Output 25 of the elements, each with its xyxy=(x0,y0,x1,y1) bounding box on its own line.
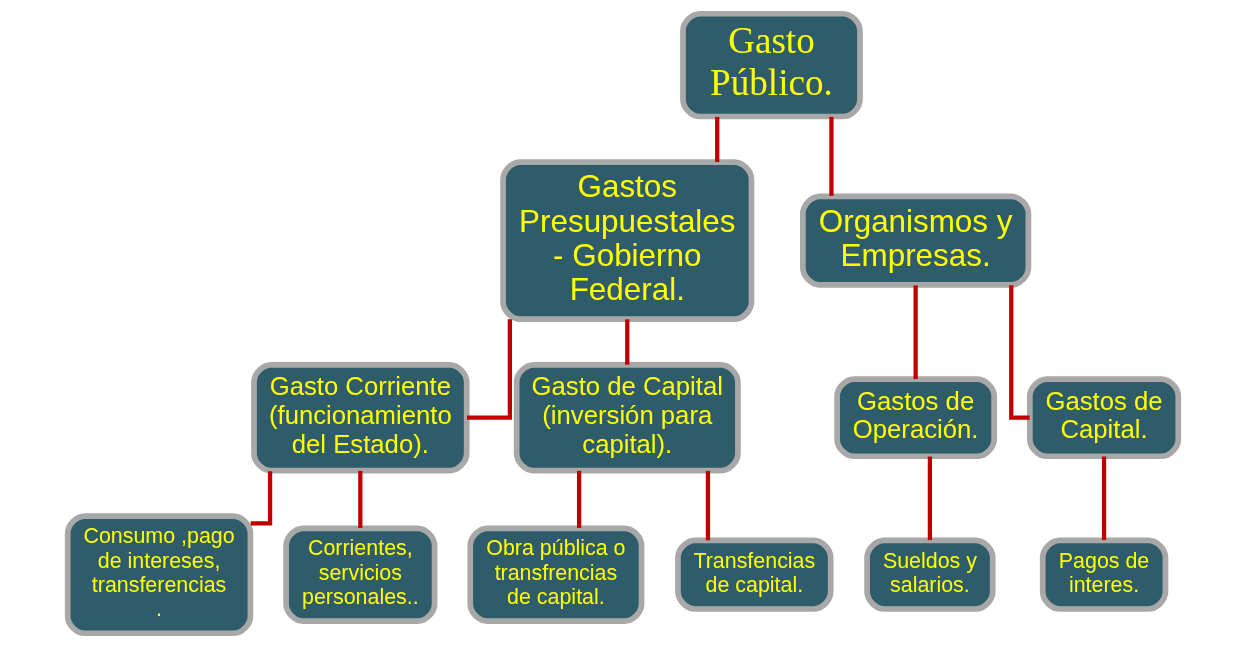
node-box: Gasto Público. xyxy=(680,10,863,120)
node-box: Sueldos y salarios. xyxy=(864,537,996,612)
node-box: Gasto de Capital (inversión para capital). xyxy=(513,362,741,474)
node-box: Obra pública o transfrencias de capital. xyxy=(467,525,645,624)
connector xyxy=(250,471,273,526)
node-box: Pagos de interes. xyxy=(1039,537,1169,612)
connector xyxy=(576,470,582,528)
connector xyxy=(467,319,512,420)
connector xyxy=(705,470,711,541)
node-box: Transfencias de capital. xyxy=(675,537,834,612)
node-box: Gastos de Capital. xyxy=(1026,376,1182,460)
node-box: Consumo ,pago de intereses, transferencias . xyxy=(64,513,254,637)
connector xyxy=(829,116,834,196)
node-box: Gasto Corriente (funcionamiento del Estado). xyxy=(251,362,470,474)
connector xyxy=(625,319,630,365)
connector xyxy=(927,456,933,541)
node-box: Gastos de Operación. xyxy=(834,376,997,460)
connector xyxy=(1009,285,1030,420)
node-box: Organismos y Empresas. xyxy=(800,193,1032,288)
connector xyxy=(1101,456,1107,541)
connector xyxy=(358,470,363,528)
node-box: Gastos Presupuestales - Gobierno Federal. xyxy=(500,159,755,323)
connector xyxy=(913,285,918,380)
connector xyxy=(715,116,720,162)
node-box: Corrientes, servicios personales.. xyxy=(283,525,438,624)
